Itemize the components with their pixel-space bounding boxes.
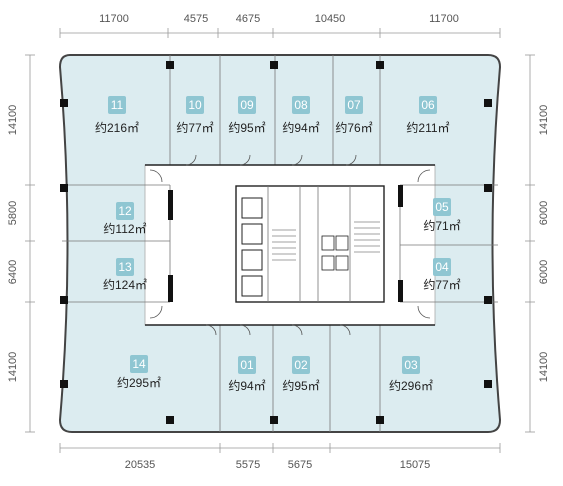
- unit-14[interactable]: 14 约295㎡: [117, 355, 161, 390]
- unit-02-number: 02: [294, 358, 308, 372]
- dim-bottom-1: 20535: [125, 459, 156, 471]
- unit-11-area: 约216㎡: [95, 120, 139, 135]
- unit-14-area: 约295㎡: [117, 375, 161, 390]
- unit-10-area: 约77㎡: [176, 120, 213, 135]
- unit-07-area: 约76㎡: [335, 120, 372, 135]
- dim-right-4: 14100: [538, 352, 550, 383]
- unit-13-number: 13: [118, 260, 132, 274]
- unit-04[interactable]: 04 约77㎡: [423, 258, 461, 292]
- unit-11-number: 11: [111, 98, 124, 112]
- unit-07-number: 07: [347, 98, 361, 112]
- unit-12-number: 12: [118, 204, 132, 218]
- unit-05-badge: [433, 198, 451, 216]
- dim-top-1: 11700: [99, 13, 129, 25]
- unit-13-area: 约124㎡: [103, 277, 147, 292]
- unit-03-area: 约296㎡: [389, 378, 433, 393]
- unit-07[interactable]: 07 约76㎡: [335, 96, 373, 135]
- unit-01-badge: [238, 356, 256, 374]
- unit-08-badge: [292, 96, 310, 114]
- unit-12-badge: [116, 202, 134, 220]
- unit-08[interactable]: 08 约94㎡: [282, 96, 320, 135]
- unit-07-badge: [345, 96, 363, 114]
- dim-top-2: 4575: [184, 13, 208, 25]
- dim-right-2: 6000: [538, 201, 550, 225]
- unit-06[interactable]: 06 约211㎡: [406, 96, 450, 135]
- unit-04-number: 04: [435, 260, 449, 274]
- dimension-guides: [25, 28, 535, 453]
- unit-02-area: 约95㎡: [282, 378, 319, 393]
- unit-09-badge: [238, 96, 256, 114]
- unit-10-badge: [186, 96, 204, 114]
- dim-bottom-3: 5675: [288, 459, 312, 471]
- unit-14-number: 14: [132, 357, 146, 371]
- unit-09-area: 约95㎡: [228, 120, 265, 135]
- unit-02[interactable]: 02 约95㎡: [282, 356, 320, 393]
- unit-05-number: 05: [435, 200, 449, 214]
- unit-03-badge: [402, 356, 420, 374]
- dim-bottom-2: 5575: [236, 459, 260, 471]
- dim-top-4: 10450: [315, 13, 346, 25]
- unit-04-badge: [433, 258, 451, 276]
- unit-08-number: 08: [294, 98, 308, 112]
- structural-columns: [60, 61, 492, 424]
- unit-02-badge: [292, 356, 310, 374]
- service-core: [235, 185, 385, 303]
- unit-03-number: 03: [404, 358, 418, 372]
- unit-13[interactable]: 13 约124㎡: [103, 258, 147, 292]
- unit-12-area: 约112㎡: [103, 221, 146, 236]
- dim-left-2: 5800: [7, 201, 19, 225]
- unit-10[interactable]: 10 约77㎡: [176, 96, 214, 135]
- dim-left-3: 6400: [7, 260, 19, 284]
- unit-06-badge: [419, 96, 437, 114]
- unit-01[interactable]: 01 约94㎡: [228, 356, 266, 393]
- unit-10-number: 10: [188, 98, 202, 112]
- unit-06-number: 06: [421, 98, 435, 112]
- unit-08-area: 约94㎡: [282, 120, 319, 135]
- dim-right-1: 14100: [538, 105, 550, 136]
- unit-09-number: 09: [240, 98, 254, 112]
- unit-01-area: 约94㎡: [228, 378, 265, 393]
- unit-06-area: 约211㎡: [406, 120, 449, 135]
- unit-12[interactable]: 12 约112㎡: [103, 202, 147, 236]
- unit-11-badge: [108, 96, 126, 114]
- unit-14-badge: [130, 355, 148, 373]
- unit-04-area: 约77㎡: [423, 277, 460, 292]
- dim-top-3: 4675: [236, 13, 260, 25]
- unit-05-area: 约71㎡: [423, 218, 460, 233]
- unit-01-number: 01: [240, 358, 254, 372]
- unit-09[interactable]: 09 约95㎡: [228, 96, 266, 135]
- unit-13-badge: [116, 258, 134, 276]
- dim-bottom-4: 15075: [400, 459, 431, 471]
- dim-left-4: 14100: [7, 352, 19, 383]
- dim-top-5: 11700: [429, 13, 459, 25]
- unit-11[interactable]: 11 约216㎡: [95, 96, 139, 135]
- unit-05[interactable]: 05 约71㎡: [423, 198, 461, 233]
- door-swings: [149, 154, 431, 336]
- dim-right-3: 6000: [538, 260, 550, 284]
- dim-left-1: 14100: [7, 105, 19, 136]
- unit-03[interactable]: 03 约296㎡: [389, 356, 433, 393]
